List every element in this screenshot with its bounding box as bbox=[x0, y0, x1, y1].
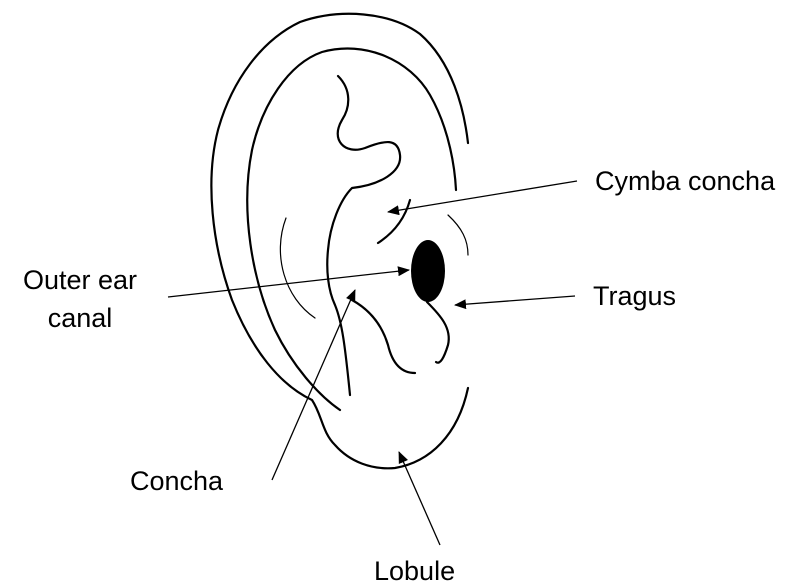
tragus-outline bbox=[427, 302, 449, 363]
antitragus-fold bbox=[352, 300, 415, 373]
ear-canal-opening bbox=[411, 240, 445, 302]
tragus-leader bbox=[455, 296, 575, 305]
label-outer-ear-canal-line1: Outer ear bbox=[23, 265, 137, 295]
lobule-leader bbox=[399, 452, 440, 545]
tragus-shadow-arc bbox=[448, 215, 468, 255]
label-cymba-concha: Cymba concha bbox=[595, 166, 776, 196]
concha-shadow-arc bbox=[280, 218, 315, 318]
antihelix-crus bbox=[378, 200, 410, 243]
cymba-concha-leader bbox=[388, 181, 577, 212]
outer-ear-canal-leader bbox=[168, 270, 409, 297]
label-outer-ear-canal-line2: canal bbox=[48, 303, 113, 333]
labels: Cymba concha Outer ear canal Tragus Conc… bbox=[23, 166, 776, 583]
label-tragus: Tragus bbox=[593, 281, 676, 311]
ear-drawing bbox=[211, 14, 468, 468]
label-concha: Concha bbox=[130, 466, 224, 496]
leader-lines bbox=[168, 181, 577, 545]
antihelix-outline bbox=[247, 49, 456, 410]
label-lobule: Lobule bbox=[374, 556, 455, 583]
